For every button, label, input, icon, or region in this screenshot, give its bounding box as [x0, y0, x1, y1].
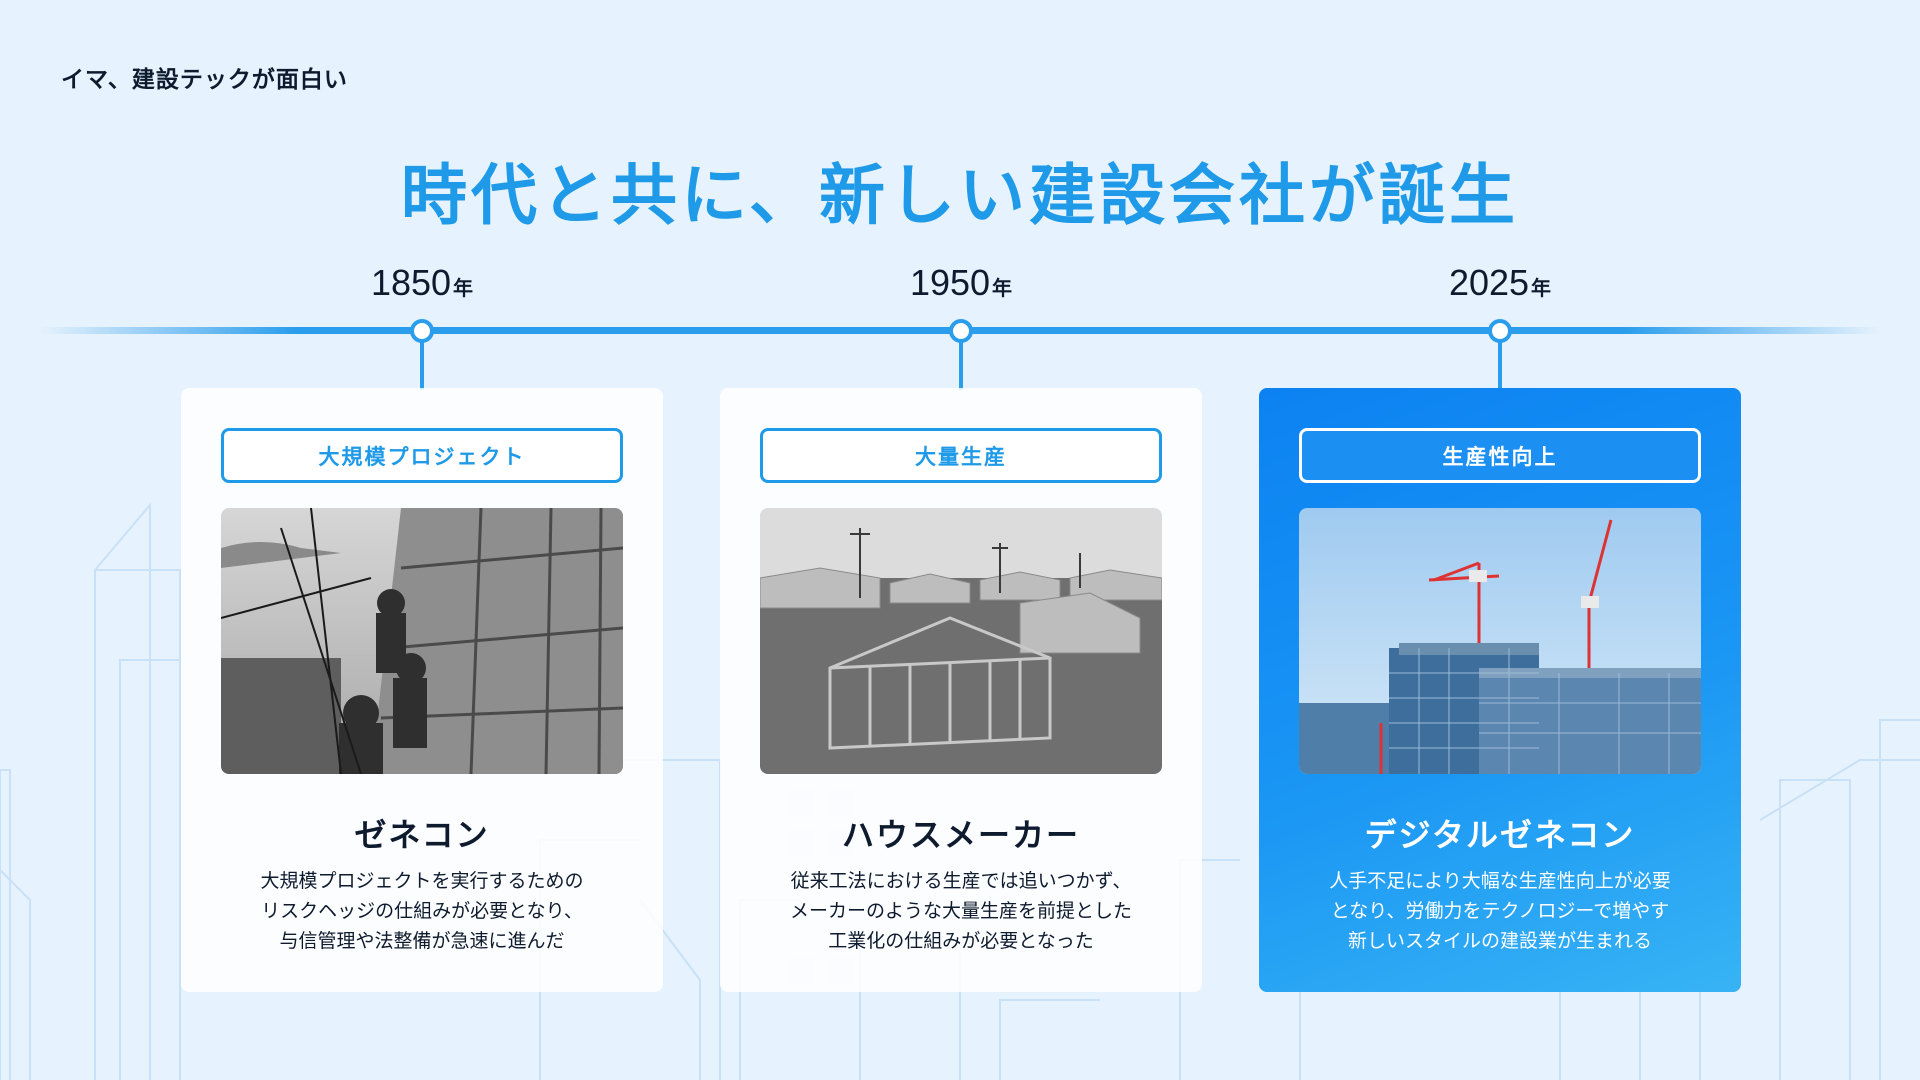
era-tag: 大規模プロジェクト [221, 428, 623, 483]
era-description: 大規模プロジェクトを実行するための リスクヘッジの仕組みが必要となり、 与信管理… [201, 866, 643, 956]
description-line: 大規模プロジェクトを実行するための [260, 870, 584, 892]
year-unit: 年 [453, 276, 474, 300]
timeline-connector [420, 340, 424, 390]
timeline-connector [1498, 340, 1502, 390]
era-description: 人手不足により大幅な生産性向上が必要 となり、労働力をテクノロジーで増やす 新し… [1279, 866, 1721, 956]
era-card-general-contractor: 大規模プロジェクト ゼネコン 大規模 [181, 388, 663, 992]
description-line: 与信管理や法整備が急速に進んだ [279, 930, 565, 952]
era-title: デジタルゼネコン [1364, 816, 1636, 854]
photo-housing-frames [760, 508, 1162, 774]
photo-high-rise-construction [1299, 508, 1701, 774]
era-tag: 生産性向上 [1299, 428, 1701, 483]
timeline-marker [410, 319, 434, 343]
description-line: リスクヘッジの仕組みが必要となり、 [261, 900, 583, 922]
description-line: となり、労働力をテクノロジーで増やす [1330, 900, 1670, 922]
year-unit: 年 [1531, 276, 1552, 300]
era-card-house-maker: 大量生産 ハウスメーカー 従来工法における生産では追いつかず、 メーカー [720, 388, 1202, 992]
year-number: 2025 [1448, 262, 1530, 303]
timeline-marker [1488, 319, 1512, 343]
era-title: ゼネコン [354, 816, 490, 854]
description-line: 従来工法における生産では追いつかず、 [790, 870, 1132, 892]
eyebrow-text: イマ、建設テックが面白い [61, 67, 348, 93]
description-line: 人手不足により大幅な生産性向上が必要 [1329, 870, 1671, 892]
era-tag: 大量生産 [760, 428, 1162, 483]
era-card-digital-general-contractor: 生産性向上 デジタルゼネコン [1259, 388, 1741, 992]
description-line: 工業化の仕組みが必要となった [828, 930, 1094, 952]
era-description: 従来工法における生産では追いつかず、 メーカーのような大量生産を前提とした 工業… [740, 866, 1182, 956]
timeline-marker [949, 319, 973, 343]
page-title: 時代と共に、新しい建設会社が誕生 [400, 157, 1520, 234]
year-number: 1950 [909, 262, 991, 303]
description-line: メーカーのような大量生産を前提とした [789, 900, 1132, 922]
era-title: ハウスメーカー [841, 816, 1080, 854]
year-unit: 年 [992, 276, 1013, 300]
description-line: 新しいスタイルの建設業が生まれる [1347, 930, 1652, 952]
photo-stone-wall-workers [221, 508, 623, 774]
year-number: 1850 [370, 262, 452, 303]
timeline-connector [959, 340, 963, 390]
